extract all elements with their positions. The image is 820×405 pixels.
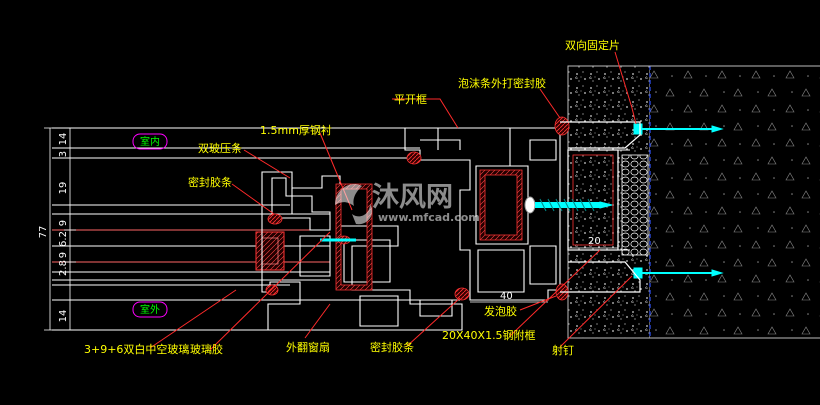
screw-main — [524, 196, 613, 214]
dim-width-40: 40 — [500, 291, 513, 302]
leader-glass-spec — [149, 289, 237, 349]
leader-steel-subframe — [509, 249, 601, 337]
gasket-glass-top — [267, 213, 283, 225]
label-glazing-bead: 双玻压条 — [198, 141, 242, 155]
label-fixing-plate: 双向固定片 — [565, 38, 620, 52]
leader-casement-frame — [392, 98, 459, 129]
leader-nail — [559, 275, 633, 348]
svg-text:室外: 室外 — [140, 303, 160, 316]
glass-unit — [52, 127, 460, 331]
dim-seg-1: 14 — [58, 133, 69, 146]
dim-seg-5: 6.2 — [58, 231, 69, 247]
label-glass-spec: 3+9+6双白中空玻璃 — [84, 342, 189, 356]
screw-top-anchor — [633, 123, 724, 135]
leader-lines — [149, 51, 637, 351]
leader-outward-sash — [304, 303, 331, 339]
label-outward-sash: 外翻窗扇 — [286, 340, 330, 354]
foam-filling — [621, 154, 649, 256]
sash-profile — [261, 171, 463, 331]
watermark-brand: 沐风网 — [372, 182, 453, 213]
leader-foam-seal — [539, 88, 561, 119]
svg-text:室内: 室内 — [140, 135, 160, 148]
leader-seal-strip-top — [231, 183, 275, 215]
label-seal-strip-bottom: 密封胶条 — [370, 340, 414, 354]
dim-total: 77 — [38, 226, 49, 239]
gasket-top-inner — [406, 151, 422, 165]
dim-seg-6: 9 — [58, 252, 69, 258]
wall-section — [567, 65, 820, 339]
dim-seg-7: 2.8 — [58, 260, 69, 276]
gasket-top-outer — [554, 116, 570, 136]
leader-foam-glue — [519, 295, 557, 311]
dim-width-20: 20 — [588, 236, 601, 247]
dimension-chain — [44, 127, 76, 331]
dim-seg-3: 19 — [58, 182, 69, 195]
label-casement-frame: 平开框 — [394, 93, 427, 106]
dim-seg-4: 9 — [58, 220, 69, 226]
screws — [320, 123, 724, 279]
label-seal-strip-top: 密封胶条 — [188, 175, 232, 189]
dim-seg-2: 3 — [58, 151, 69, 157]
glass-spacer — [255, 231, 285, 271]
indoor-tag: 室内 — [132, 133, 168, 150]
watermark: 沐风网 www.mfcad.com — [335, 182, 480, 225]
label-foam-seal: 泡沫条外打密封胶 — [458, 76, 546, 90]
leader-glazing-bead — [243, 149, 291, 179]
dim-seg-8: 14 — [58, 310, 69, 323]
wall-masonry-layer — [650, 66, 820, 338]
label-nail: 射钉 — [552, 343, 574, 357]
gasket-sash-bottom — [454, 287, 470, 301]
watermark-logo-icon — [335, 184, 373, 225]
leader-fixing-plate — [614, 51, 637, 125]
label-steel-subframe: 20X40X1.5钢附框 — [442, 328, 536, 342]
watermark-url: www.mfcad.com — [378, 211, 480, 224]
label-steel-lining: 1.5mm厚钢衬 — [260, 124, 332, 137]
leader-glass-sealant — [209, 231, 331, 351]
label-foam-glue: 发泡胶 — [484, 304, 517, 318]
leader-seal-strip-bottom — [405, 297, 461, 348]
label-glass-sealant: 玻璃胶 — [190, 342, 223, 356]
fixing-plate — [560, 121, 641, 293]
outdoor-tag: 室外 — [132, 301, 168, 318]
